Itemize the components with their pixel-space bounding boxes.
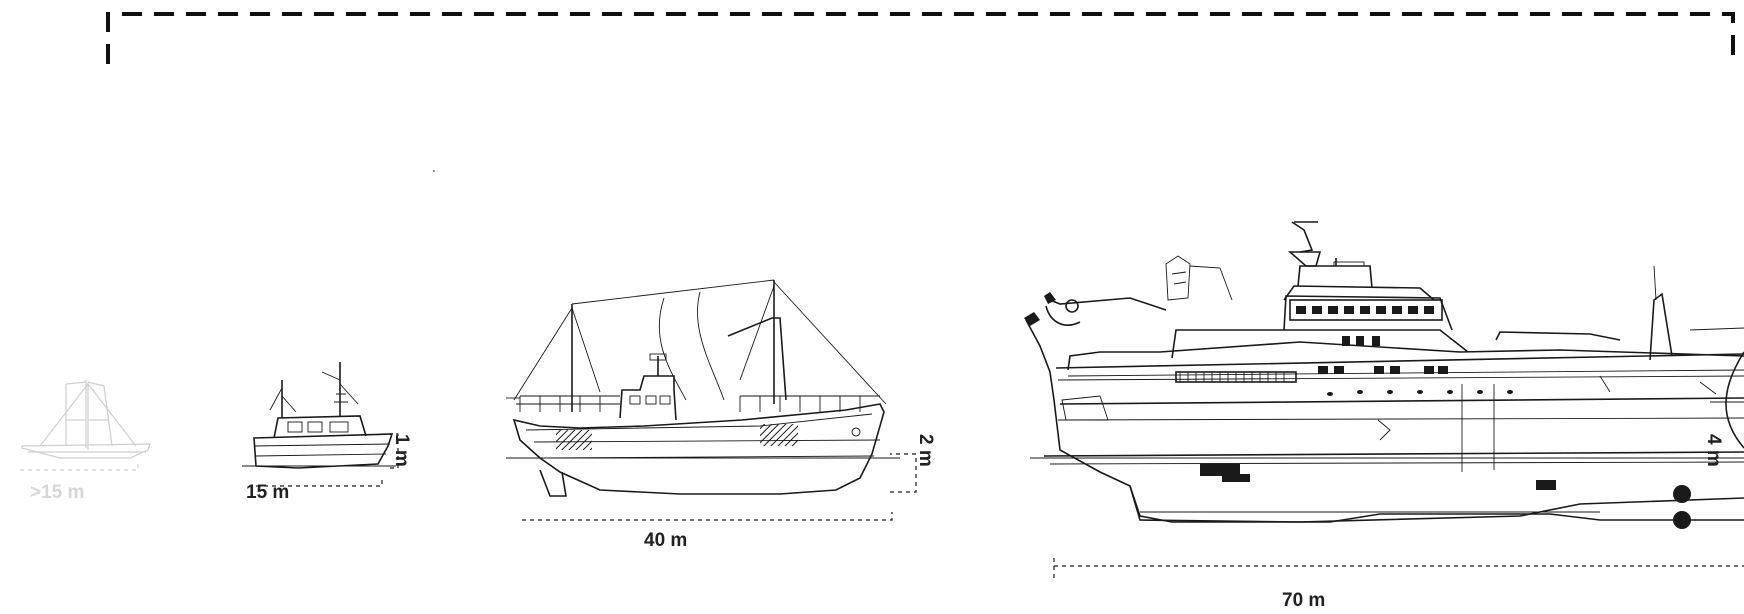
superstructure-windows <box>1318 336 1448 374</box>
sailboat-icon <box>21 380 151 459</box>
range-bracket <box>106 12 1735 64</box>
small-boat-icon <box>242 362 396 469</box>
vessel-2-height-label: 1 m <box>391 434 412 467</box>
portholes <box>1327 390 1513 396</box>
vessel-4-height-label: 4 m <box>1703 434 1724 467</box>
vessel-1-length-label: >15 m <box>30 482 84 503</box>
vessel-2-length-label: 15 m <box>246 482 289 503</box>
vessel-3-height-label: 2 m <box>915 434 936 467</box>
trawler-icon <box>506 279 900 497</box>
bridge-windows <box>1296 306 1434 314</box>
vessel-4-large-vessel-drawing: 70 m 4 m <box>1024 221 1744 611</box>
vessel-3-trawler-drawing: 40 m 2 m <box>506 279 936 551</box>
large-vessel-icon <box>1024 221 1744 529</box>
vessel-2-small-boat-drawing: 15 m 1 m <box>242 362 412 503</box>
vessel-1-sailboat-drawing: >15 m <box>20 380 151 503</box>
speck <box>433 170 435 172</box>
vessel-4-length-label: 70 m <box>1282 590 1325 611</box>
vessel-3-length-label: 40 m <box>644 530 687 551</box>
